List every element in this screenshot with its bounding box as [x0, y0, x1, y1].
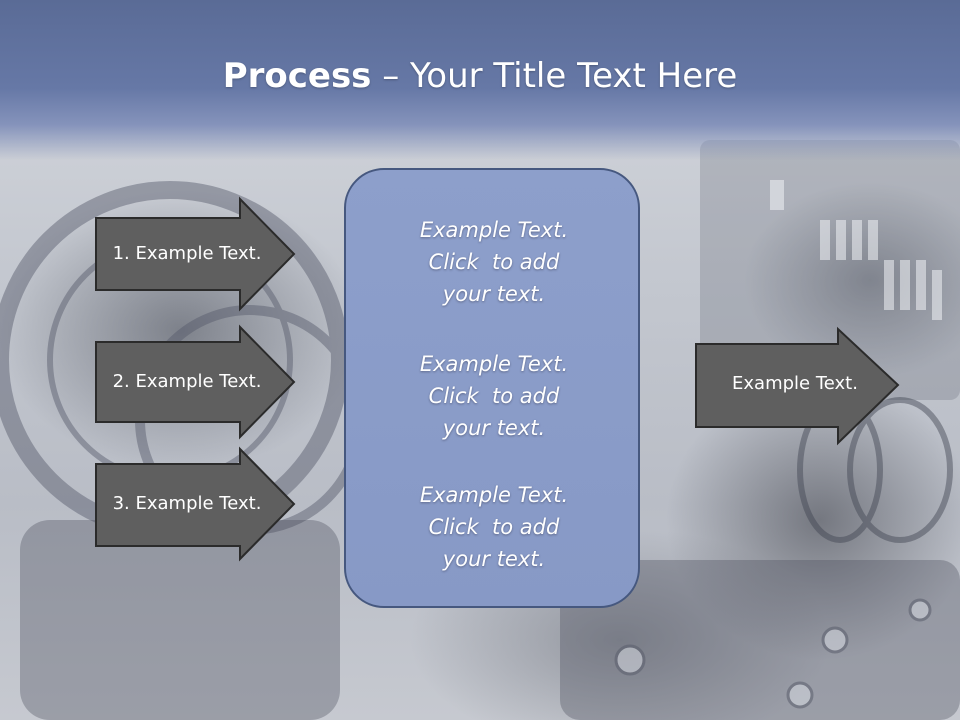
paragraph-line: Example Text.	[419, 483, 569, 507]
arrow-label-3: 3. Example Text.	[112, 493, 262, 514]
center-paragraph-1[interactable]: Example Text. Click to add your text.	[346, 214, 642, 310]
title-band	[0, 0, 960, 160]
title-bold: Process	[222, 56, 372, 96]
paragraph-line: Example Text.	[419, 218, 569, 242]
paragraph-line: your text.	[442, 282, 546, 306]
process-arrow-2[interactable]: 2. Example Text.	[95, 324, 296, 440]
title-rest: – Your Title Text Here	[371, 56, 738, 96]
arrow-shape-icon	[95, 196, 296, 312]
arrow-label-2: 2. Example Text.	[112, 371, 262, 392]
paragraph-line: Click to add	[428, 250, 560, 274]
process-arrow-3[interactable]: 3. Example Text.	[95, 446, 296, 562]
center-content-box[interactable]: Example Text. Click to add your text. Ex…	[344, 168, 640, 608]
center-paragraph-2[interactable]: Example Text. Click to add your text.	[346, 348, 642, 444]
process-arrow-1[interactable]: 1. Example Text.	[95, 196, 296, 312]
arrow-shape-icon	[95, 324, 296, 440]
center-paragraph-3[interactable]: Example Text. Click to add your text.	[346, 479, 642, 575]
paragraph-line: Example Text.	[419, 352, 569, 376]
paragraph-line: Click to add	[428, 515, 560, 539]
paragraph-line: Click to add	[428, 384, 560, 408]
arrow-shape-icon	[95, 446, 296, 562]
arrow-label-1: 1. Example Text.	[112, 243, 262, 264]
slide-title[interactable]: Process – Your Title Text Here	[0, 56, 960, 96]
result-arrow-label: Example Text.	[732, 373, 858, 394]
paragraph-line: your text.	[442, 416, 546, 440]
result-arrow[interactable]: Example Text.	[695, 326, 900, 446]
paragraph-line: your text.	[442, 547, 546, 571]
arrow-shape-icon	[695, 326, 900, 446]
